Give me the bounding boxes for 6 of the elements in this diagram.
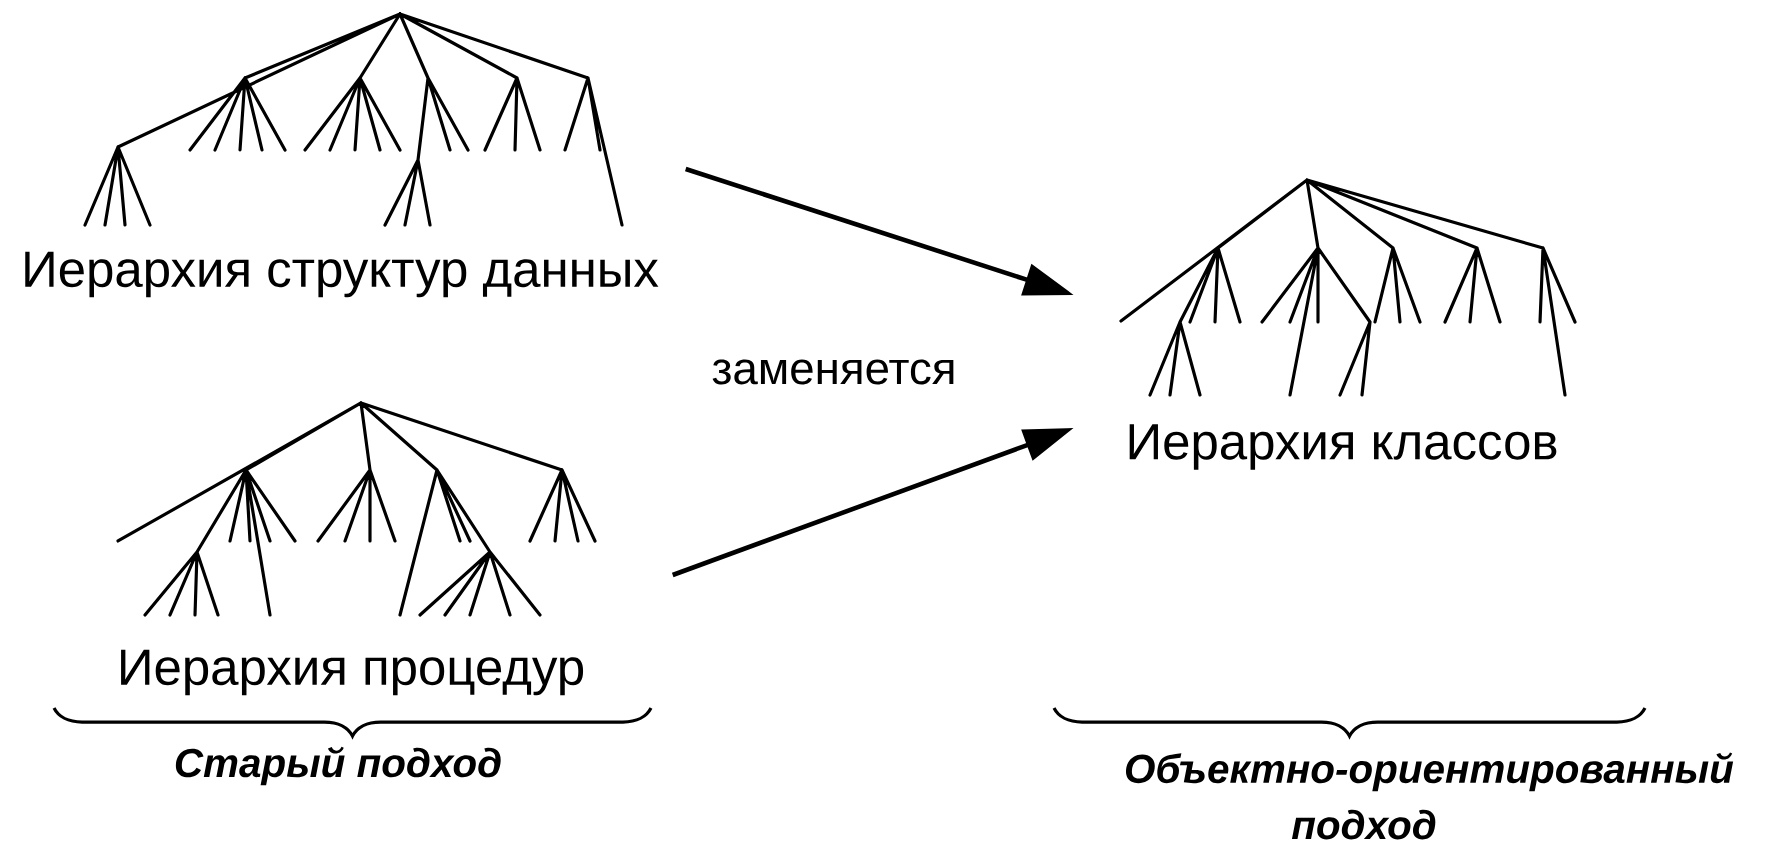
approach-label: Старый подход <box>175 746 501 786</box>
tree-caption: Иерархия процедур <box>121 649 584 696</box>
approach-label: Объектно-ориентированный подход <box>1126 752 1734 840</box>
tree-caption: Иерархия структур данных <box>25 251 659 298</box>
arrow-label: заменяется <box>712 359 954 385</box>
tree-caption: Иерархия классов <box>1129 424 1557 470</box>
